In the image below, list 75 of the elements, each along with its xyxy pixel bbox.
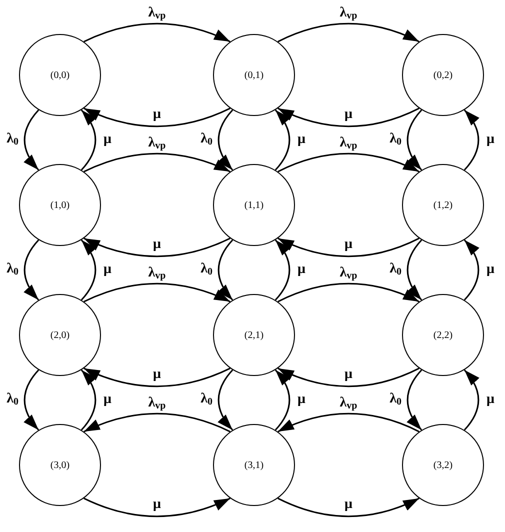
edge-label: λ$_{0}$ [200, 262, 214, 278]
arrow [278, 412, 420, 432]
state-circle [402, 424, 484, 506]
edge-label: λ$_{vp}$ [338, 266, 358, 282]
state-circle [213, 294, 295, 376]
edge-label: λ$_{0}$ [388, 132, 402, 148]
edge-label: λ$_{0}$ [200, 392, 214, 408]
state-label: (1,0) [50, 200, 70, 210]
arrow [278, 368, 420, 388]
state-circle [213, 34, 295, 116]
state-label: (3,0) [50, 460, 70, 470]
state-label: (2,0) [50, 330, 70, 340]
arrow [218, 239, 234, 301]
state-label: (2,2) [433, 330, 453, 340]
state-label: (3,1) [244, 460, 264, 470]
edge-label: λ$_{vp}$ [147, 136, 167, 152]
arrow [24, 239, 40, 301]
arrow [218, 369, 234, 431]
state-label: (2,1) [244, 330, 264, 340]
edge-label: λ$_{0}$ [200, 132, 214, 148]
edge-label: λ$_{0}$ [6, 262, 20, 278]
edge-label: λ$_{0}$ [6, 132, 20, 148]
arrow [406, 369, 422, 431]
arrow [464, 369, 480, 431]
arrow [278, 238, 420, 258]
arrow [278, 498, 420, 518]
arrow [278, 108, 420, 128]
state-circle [402, 294, 484, 376]
state-circle [213, 424, 295, 506]
arrow [274, 239, 290, 301]
state-circle [19, 164, 101, 246]
arrow [84, 368, 230, 388]
edge-label: λ$_{vp}$ [147, 266, 167, 282]
arrow [278, 22, 420, 42]
arrow [464, 239, 480, 301]
arrow [84, 108, 230, 128]
edge-label: λ$_{0}$ [388, 392, 402, 408]
arrow [218, 109, 234, 171]
state-label: (0,2) [433, 70, 453, 80]
arrow [84, 412, 230, 432]
arrow [84, 238, 230, 258]
edge-label: λ$_{0}$ [6, 392, 20, 408]
arrow [84, 282, 230, 302]
arrow [274, 369, 290, 431]
state-label: (1,2) [433, 200, 453, 210]
edge-label: λ$_{vp}$ [338, 6, 358, 22]
edge-label: λ$_{vp}$ [147, 6, 167, 22]
arrow [278, 152, 420, 172]
state-circle [402, 34, 484, 116]
state-label: (1,1) [244, 200, 264, 210]
state-circle [402, 164, 484, 246]
arrow [84, 498, 230, 518]
state-circle [213, 164, 295, 246]
arrow [80, 239, 96, 301]
arrow [406, 109, 422, 171]
edge-label: λ$_{vp}$ [338, 136, 358, 152]
state-label: (0,1) [244, 70, 264, 80]
arrow [24, 369, 40, 431]
state-circle [19, 34, 101, 116]
arrow [278, 282, 420, 302]
arrow [24, 109, 40, 171]
state-label: (0,0) [50, 70, 70, 80]
edge-label: λ$_{vp}$ [147, 396, 167, 412]
state-circle [19, 424, 101, 506]
state-circle [19, 294, 101, 376]
arrow [274, 109, 290, 171]
arrow [80, 109, 96, 171]
arrow [84, 22, 230, 42]
arrow [84, 152, 230, 172]
edge-label: λ$_{vp}$ [338, 396, 358, 412]
state-label: (3,2) [433, 460, 453, 470]
arrow [406, 239, 422, 301]
arrow [464, 109, 480, 171]
arrow [80, 369, 96, 431]
edge-label: λ$_{0}$ [388, 262, 402, 278]
